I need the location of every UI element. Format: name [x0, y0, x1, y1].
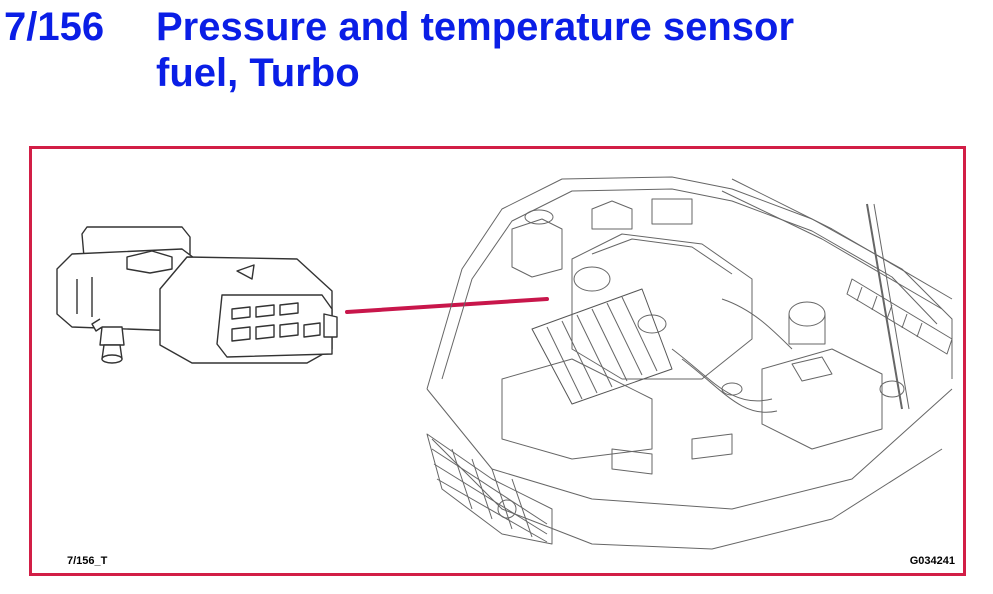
- leader-line: [345, 297, 549, 314]
- sensor-connector-icon: [56, 226, 338, 364]
- title-line-2: fuel, Turbo: [156, 51, 360, 95]
- component-code: 7/156: [4, 5, 105, 49]
- engine-bay-icon: [426, 176, 953, 550]
- page-header: 7/156 Pressure and temperature sensor fu…: [0, 0, 993, 130]
- figure-ref-right: G034241: [909, 555, 955, 567]
- title-line-1: Pressure and temperature sensor: [156, 5, 795, 49]
- figure-ref-left: 7/156_T: [67, 555, 108, 567]
- figure-frame: 7/156_T G034241: [29, 146, 966, 576]
- page-title: Pressure and temperature sensor fuel, Tu…: [156, 4, 794, 96]
- figure-drawing: [56, 176, 953, 550]
